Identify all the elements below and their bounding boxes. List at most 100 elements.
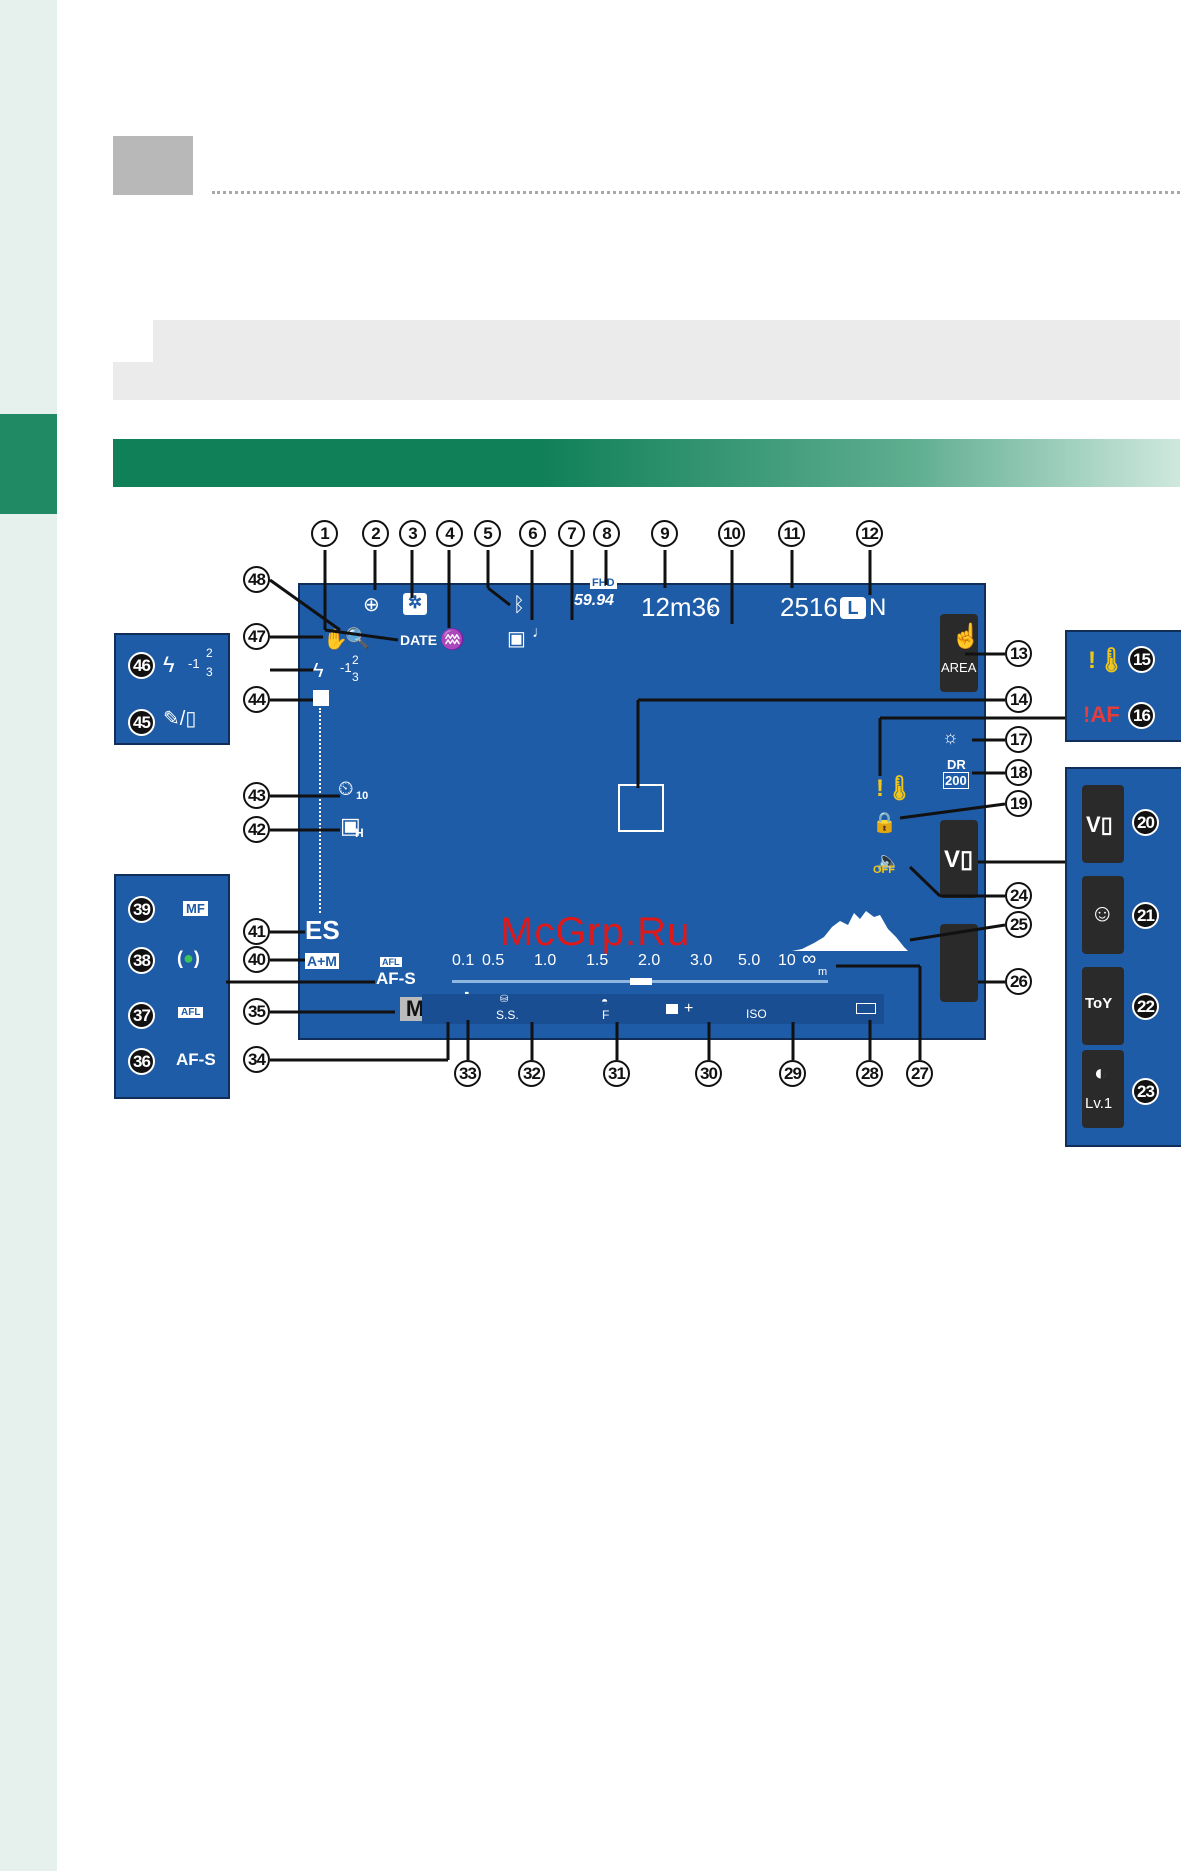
callout-44: 44 — [243, 686, 270, 713]
callout-34: 34 — [243, 1046, 270, 1073]
toy-button[interactable] — [1082, 967, 1124, 1045]
panel-flash-num: 2 — [206, 646, 213, 660]
transfer-icon: ▣ — [507, 628, 526, 650]
am-label: A+M — [305, 953, 339, 969]
portrait-icon: ☺ — [1090, 900, 1115, 927]
side-strip — [0, 0, 57, 1871]
callout-9: 9 — [651, 520, 678, 547]
callout-7: 7 — [558, 520, 585, 547]
film-v-icon: V▯ — [1086, 812, 1113, 837]
exposure-bar — [422, 994, 884, 1024]
shutter-type: ES — [305, 915, 340, 945]
callout-24: 24 — [1005, 882, 1032, 909]
image-size: L — [840, 597, 866, 619]
mf-label: MF — [183, 901, 208, 916]
scale-tick-6: 5.0 — [738, 952, 761, 969]
audio-off: OFF — [873, 864, 895, 876]
callout-46: 46 — [128, 652, 155, 679]
touch-icon: ☝ — [951, 623, 981, 650]
callout-14: 14 — [1005, 686, 1032, 713]
callout-26: 26 — [1005, 968, 1032, 995]
level-button[interactable] — [1082, 1050, 1124, 1128]
note-icon — [113, 320, 153, 362]
image-quality: N — [869, 594, 887, 621]
histogram — [792, 903, 908, 951]
film-sim-icon: V▯ — [944, 846, 974, 873]
shutter-dial-icon: ⛁ — [500, 994, 509, 1005]
lock-icon: 🔒 — [872, 812, 897, 834]
frames-remaining: 2516 — [780, 592, 838, 622]
toy-label: ToY — [1085, 995, 1113, 1012]
panel-flash-comp: -1 — [188, 656, 200, 671]
scale-tick-8: ∞ — [802, 948, 817, 970]
callout-31: 31 — [603, 1060, 630, 1087]
exp-comp-icon — [666, 1004, 678, 1014]
callout-20: 20 — [1132, 809, 1159, 836]
area-label: AREA — [941, 660, 977, 675]
scale-tick-1: 0.5 — [482, 952, 505, 969]
film-sim-v-button[interactable] — [1082, 785, 1124, 863]
callout-5: 5 — [474, 520, 501, 547]
movie-framerate: 59.94 — [574, 592, 615, 609]
lv-label: Lv.1 — [1085, 1095, 1113, 1112]
af-warning: !AF — [1083, 702, 1120, 727]
remaining-time-unit: s — [708, 602, 714, 616]
callout-4: 4 — [436, 520, 463, 547]
boost-h: H — [355, 826, 364, 840]
callout-23: 23 — [1132, 1078, 1159, 1105]
digital-zoom-icon: ⊕ — [363, 594, 380, 616]
callout-21: 21 — [1132, 902, 1159, 929]
portrait-button[interactable] — [1082, 876, 1124, 954]
callout-33: 33 — [454, 1060, 481, 1087]
movie-mode-label: FHD — [590, 577, 617, 589]
mic-icon: ♩ — [532, 624, 548, 641]
callout-25: 25 — [1005, 911, 1032, 938]
callout-8: 8 — [593, 520, 620, 547]
focus-frame — [618, 784, 664, 832]
aperture-label: F — [602, 1008, 610, 1022]
callout-18: 18 — [1005, 759, 1032, 786]
shutter-speed-label: S.S. — [496, 1008, 519, 1022]
callout-6: 6 — [519, 520, 546, 547]
callout-29: 29 — [779, 1060, 806, 1087]
panel-flash-den: 3 — [206, 665, 213, 679]
aperture-dial-icon: ◓ — [601, 994, 609, 1008]
callout-17: 17 — [1005, 726, 1032, 753]
exposure-scale — [319, 708, 325, 913]
remaining-time: 12m36 — [641, 592, 721, 622]
panel-afl-label: AFL — [178, 1007, 204, 1018]
watermark: McGrp.Ru — [500, 910, 691, 954]
scale-tick-2: 1.0 — [534, 952, 557, 969]
ibis-icon: ✋ — [323, 629, 348, 651]
scale-tick-7: 10 — [778, 952, 796, 969]
callout-39: 39 — [128, 896, 155, 923]
boost-icon: ▣ — [340, 813, 361, 838]
flash-frac-num: 2 — [352, 653, 359, 667]
callout-32: 32 — [518, 1060, 545, 1087]
timer-value: 10 — [356, 790, 369, 802]
callout-35: 35 — [243, 998, 270, 1025]
panel-temp-warning-icon: !🌡 — [1088, 647, 1127, 674]
scale-tick-5: 3.0 — [690, 952, 713, 969]
scale-tick-3: 1.5 — [586, 952, 609, 969]
callout-19: 19 — [1005, 790, 1032, 817]
blank-button[interactable] — [940, 924, 978, 1002]
section-marker — [113, 136, 193, 195]
temp-warning-icon: !🌡 — [876, 775, 915, 802]
note-box — [113, 320, 1180, 400]
exp-comp-label: + — [684, 1000, 694, 1017]
light-icon: ☼ — [942, 727, 959, 747]
dr-line1: DR — [947, 757, 966, 772]
callout-41: 41 — [243, 918, 270, 945]
chapter-tab — [0, 414, 57, 514]
callout-2: 2 — [362, 520, 389, 547]
location-icon: ♒ — [440, 629, 465, 651]
callout-15: 15 — [1128, 646, 1155, 673]
callout-48: 48 — [243, 566, 270, 593]
flash-frac-den: 3 — [352, 670, 359, 684]
camera-display — [298, 583, 986, 1040]
effect-icon: ◐ — [1094, 1060, 1108, 1085]
audio-icon: 🔈 — [876, 851, 901, 873]
film-sim-button[interactable] — [940, 820, 978, 898]
callout-1: 1 — [311, 520, 338, 547]
